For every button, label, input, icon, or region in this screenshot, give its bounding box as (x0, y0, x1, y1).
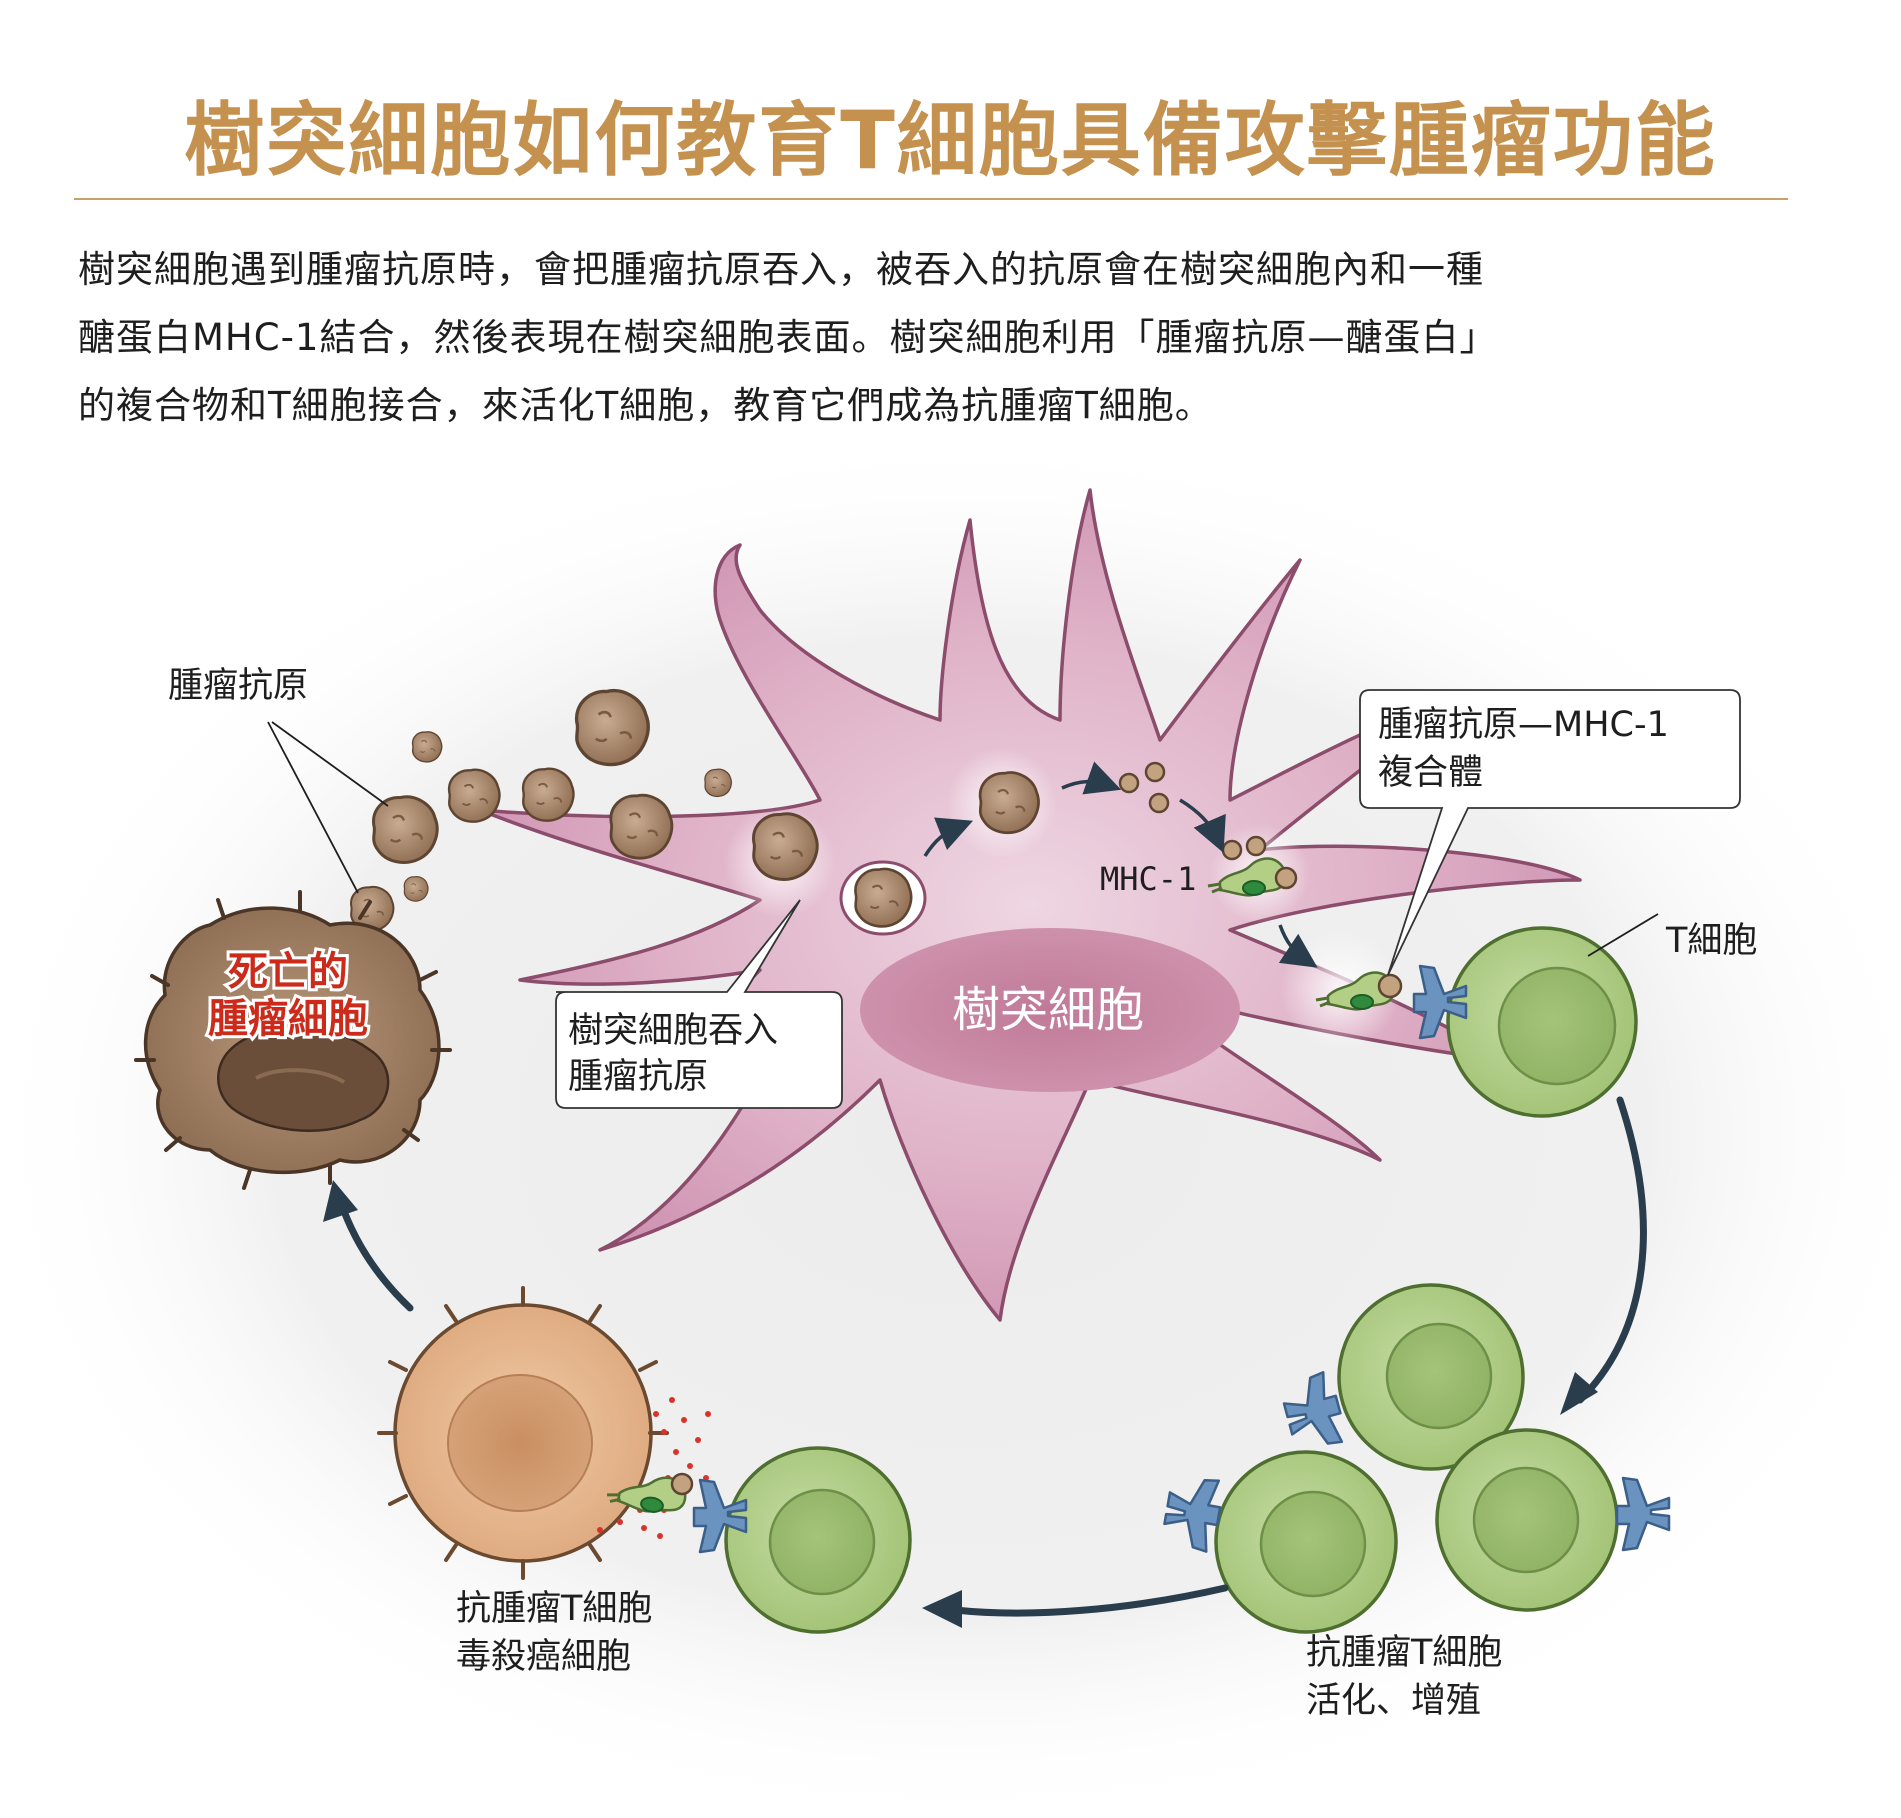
surface-complex (1314, 971, 1403, 1011)
label-dead-tumor-line1: 死亡的 (228, 949, 348, 995)
label-complex-line2: 複合體 (1378, 753, 1483, 793)
label-tumor-antigen: 腫瘤抗原 (168, 666, 308, 706)
arrow-to-killer (951, 1584, 1229, 1617)
page-title: 樹突細胞如何教育T細胞具備攻擊腫瘤功能 (184, 94, 1717, 187)
callout-lines (267, 721, 1659, 957)
internal-process-arrows (923, 761, 1318, 968)
arrow-to-proliferation (1576, 1096, 1647, 1404)
label-activated-line1: 抗腫瘤T細胞 (1306, 1633, 1502, 1673)
dendritic-nucleus (860, 928, 1240, 1092)
killer-t-cell (603, 1446, 912, 1634)
t-cell (1412, 926, 1638, 1118)
label-dendritic-cell: 樹突細胞 (952, 982, 1144, 1038)
label-engulf-line2: 腫瘤抗原 (568, 1057, 708, 1097)
label-engulf-line1: 樹突細胞吞入 (568, 1011, 778, 1051)
arrowhead (1560, 1372, 1598, 1415)
intro-line: 的複合物和T細胞接合，來活化T細胞，教育它們成為抗腫瘤T細胞。 (78, 384, 1213, 427)
mhc1-complex-internal (1206, 835, 1298, 897)
callout-box-complex (1359, 689, 1741, 976)
intro-paragraph: 樹突細胞遇到腫瘤抗原時，會把腫瘤抗原吞入，被吞入的抗原會在樹突細胞內和一種 醣蛋… (78, 236, 1798, 440)
cancer-cell (377, 1286, 669, 1580)
label-killer-line2: 毒殺癌細胞 (456, 1637, 631, 1677)
title-divider (74, 198, 1788, 200)
antigen-fragments (1118, 761, 1170, 814)
label-mhc1: MHC-1 (1100, 860, 1196, 898)
intro-line: 樹突細胞遇到腫瘤抗原時，會把腫瘤抗原吞入，被吞入的抗原會在樹突細胞內和一種 (78, 248, 1484, 291)
callout-box-engulf (555, 899, 843, 1109)
dead-tumor-cell (134, 890, 452, 1190)
arrowhead (323, 1180, 358, 1222)
activated-t-cells (1159, 1283, 1671, 1634)
label-activated-line2: 活化、增殖 (1306, 1681, 1481, 1721)
label-dead-tumor-line2: 腫瘤細胞 (208, 996, 368, 1042)
arrowhead (922, 1590, 962, 1628)
arrowheads (323, 1180, 1598, 1628)
label-complex-line1: 腫瘤抗原—MHC-1 (1378, 705, 1669, 745)
label-killer-line1: 抗腫瘤T細胞 (456, 1589, 652, 1629)
engulfed-antigen (839, 771, 1040, 936)
intro-line: 醣蛋白MHC-1結合，然後表現在樹突細胞表面。樹突細胞利用「腫瘤抗原—醣蛋白」 (78, 316, 1498, 359)
label-t-cell: T細胞 (1665, 921, 1757, 961)
